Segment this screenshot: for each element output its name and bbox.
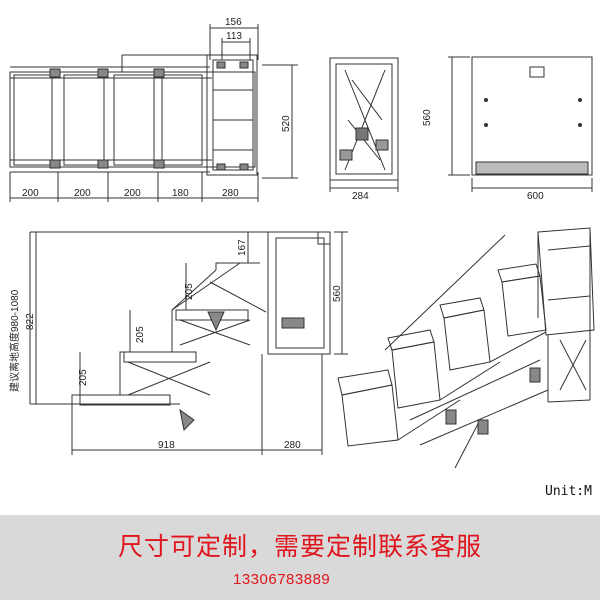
dim-top-outer: 156 [225,17,242,28]
dim-step-1: 205 [78,369,89,386]
dim-top-step: 167 [237,239,248,256]
dim-step-3: 205 [184,283,195,300]
recommend-height-label: 建议离地高度980-1080 [8,289,21,392]
dim-top-1: 200 [22,188,39,199]
technical-drawing: 200 200 200 180 280 156 113 520 284 560 … [8,17,595,469]
side-view [329,57,399,192]
dim-side-width: 284 [352,191,369,202]
dim-top-5: 280 [222,188,239,199]
elevation-view [29,231,348,455]
dim-total-height: 560 [332,285,343,302]
promo-banner: 尺寸可定制，需要定制联系客服 13306783889 [0,515,600,600]
dim-front-height: 560 [422,109,433,126]
dim-front-width: 600 [527,191,544,202]
dim-top-height: 520 [281,115,292,132]
dim-length: 918 [158,440,175,451]
dim-total: 822 [25,313,36,330]
banner-title: 尺寸可定制，需要定制联系客服 [117,532,482,561]
dim-top-3: 200 [124,188,141,199]
dim-top-4: 180 [172,188,189,199]
dim-depth: 280 [284,440,301,451]
dim-top-inner: 113 [226,31,242,42]
banner-phone: 13306783889 [233,571,331,588]
top-view [9,24,298,202]
isometric-view [337,227,595,469]
unit-label: Unit:M [545,484,592,499]
front-view [448,56,593,192]
dim-top-2: 200 [74,188,91,199]
dim-step-2: 205 [135,326,146,343]
